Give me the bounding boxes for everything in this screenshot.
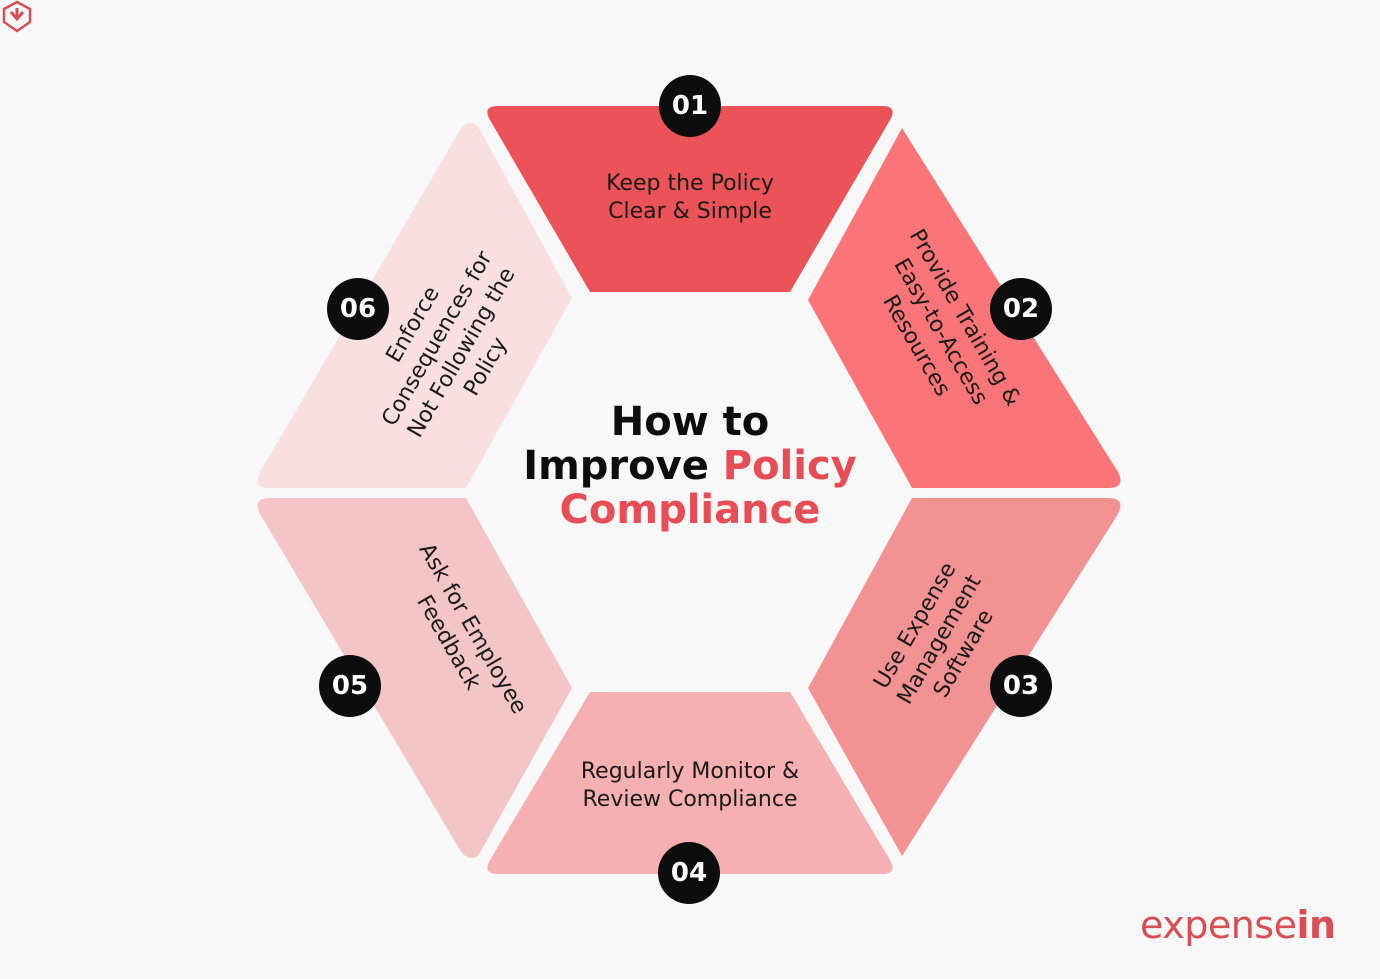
badge-01: 01 <box>659 75 721 137</box>
shield-arrow-icon <box>2 0 32 33</box>
badge-06: 06 <box>327 278 389 340</box>
step-01-text: Keep the Policy Clear & Simple <box>606 171 774 224</box>
segment-05 <box>257 498 572 858</box>
segment-04 <box>487 692 893 874</box>
title-line-1: How to <box>610 399 770 445</box>
center-hexagon <box>470 296 910 690</box>
brand-logo: expensein <box>1140 895 1336 955</box>
segment-06 <box>257 122 572 489</box>
title-line-2: Improve Policy <box>480 444 900 488</box>
title-line-2-plain: Improve <box>523 443 723 489</box>
badge-03: 03 <box>990 655 1052 717</box>
badge-05: 05 <box>319 655 381 717</box>
segment-02 <box>808 128 1121 488</box>
step-04-text: Regularly Monitor & Review Compliance <box>580 759 800 812</box>
page-title: How to Improve Policy Compliance <box>480 400 900 532</box>
title-line-3: Compliance <box>559 487 821 533</box>
badge-04: 04 <box>658 842 720 904</box>
title-line-2-accent: Policy <box>722 443 857 489</box>
segment-01 <box>487 106 893 292</box>
logo-text-in: in <box>1296 903 1336 947</box>
badge-02: 02 <box>990 278 1052 340</box>
logo-text-expense: expense <box>1140 903 1297 947</box>
segment-03 <box>808 498 1121 856</box>
